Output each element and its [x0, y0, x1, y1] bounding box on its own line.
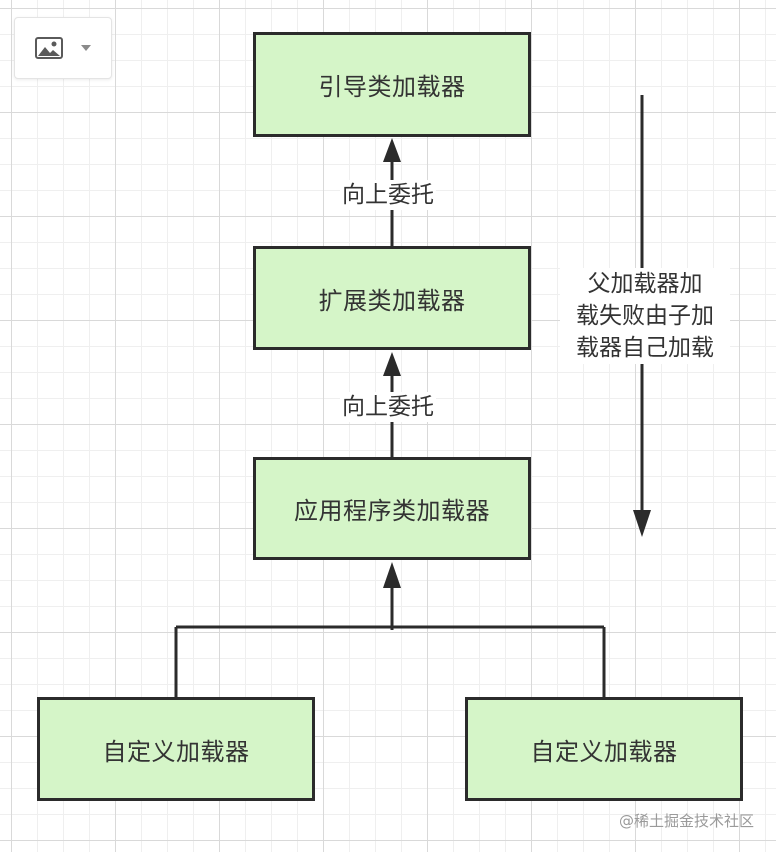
- node-bootstrap-classloader[interactable]: 引导类加载器: [253, 32, 531, 137]
- arrowhead-fallback: [633, 510, 651, 537]
- watermark: @稀土掘金技术社区: [618, 812, 754, 830]
- node-custom-classloader-left[interactable]: 自定义加载器: [37, 697, 315, 801]
- edge-label-delegate-up-1: 向上委托: [340, 180, 436, 210]
- arrowhead-to-app: [383, 562, 401, 588]
- node-extension-classloader[interactable]: 扩展类加载器: [253, 246, 531, 350]
- node-extension-label: 扩展类加载器: [318, 286, 466, 315]
- node-custom-left-label: 自定义加载器: [102, 737, 250, 766]
- edge-label-delegate-up-2: 向上委托: [340, 392, 436, 422]
- side-note-line: 载失败由子加: [576, 303, 714, 329]
- image-dropdown-button[interactable]: [14, 17, 112, 79]
- side-note-fallback: 父加载器加 载失败由子加 载器自己加载: [560, 268, 730, 364]
- chevron-down-icon: [81, 45, 91, 51]
- node-custom-classloader-right[interactable]: 自定义加载器: [465, 697, 743, 801]
- side-note-line: 载器自己加载: [576, 335, 714, 361]
- node-custom-right-label: 自定义加载器: [530, 737, 678, 766]
- image-icon: [35, 37, 63, 59]
- node-application-classloader[interactable]: 应用程序类加载器: [253, 457, 531, 560]
- side-note-line: 父加载器加: [587, 271, 703, 297]
- node-application-label: 应用程序类加载器: [294, 497, 490, 525]
- arrowhead-to-boot: [383, 138, 401, 162]
- arrowhead-to-ext: [383, 352, 401, 376]
- node-bootstrap-label: 引导类加载器: [318, 73, 466, 101]
